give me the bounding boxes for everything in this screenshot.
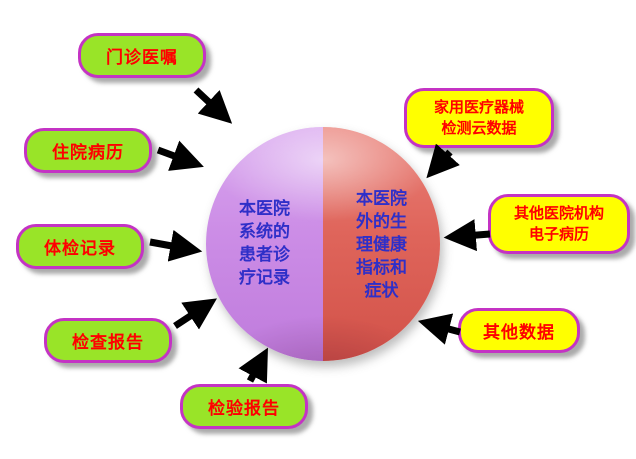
bubble-outpatient-orders: 门诊医嘱	[78, 33, 206, 78]
bubble-home-device-cloud-data: 家用医疗器械 检测云数据	[404, 88, 554, 148]
bubble-other-hospital-emr-label: 其他医院机构 电子病历	[513, 205, 604, 243]
bubble-inpatient-record: 住院病历	[24, 128, 152, 173]
center-circle: 本医院 系统的 患者诊 疗记录 本医院 外的生 理健康 指标和 症状	[206, 127, 440, 361]
bubble-other-hospital-emr: 其他医院机构 电子病历	[488, 194, 630, 254]
circle-right-label: 本医院 外的生 理健康 指标和 症状	[356, 189, 407, 300]
arrow-outpatient-orders	[193, 87, 233, 124]
bubble-checkup-record: 体检记录	[16, 224, 144, 269]
bubble-outpatient-orders-label: 门诊医嘱	[106, 48, 178, 67]
bubble-checkup-record-label: 体检记录	[44, 239, 116, 258]
bubble-lab-report: 检验报告	[180, 384, 308, 429]
bubble-exam-report: 检查报告	[44, 318, 172, 363]
arrow-checkup-record	[149, 229, 203, 262]
circle-left-label: 本医院 系统的 患者诊 疗记录	[239, 199, 290, 287]
bubble-other-data: 其他数据	[458, 308, 580, 353]
arrow-inpatient-record	[156, 140, 204, 171]
bubble-home-device-cloud-data-label: 家用医疗器械 检测云数据	[433, 99, 524, 137]
bubble-lab-report-label: 检验报告	[208, 399, 280, 418]
arrow-other-hospital-emr	[443, 219, 491, 252]
arrow-exam-report	[173, 298, 218, 330]
bubble-other-data-label: 其他数据	[483, 323, 555, 342]
bubble-exam-report-label: 检查报告	[72, 333, 144, 352]
bubble-inpatient-record-label: 住院病历	[52, 143, 124, 162]
